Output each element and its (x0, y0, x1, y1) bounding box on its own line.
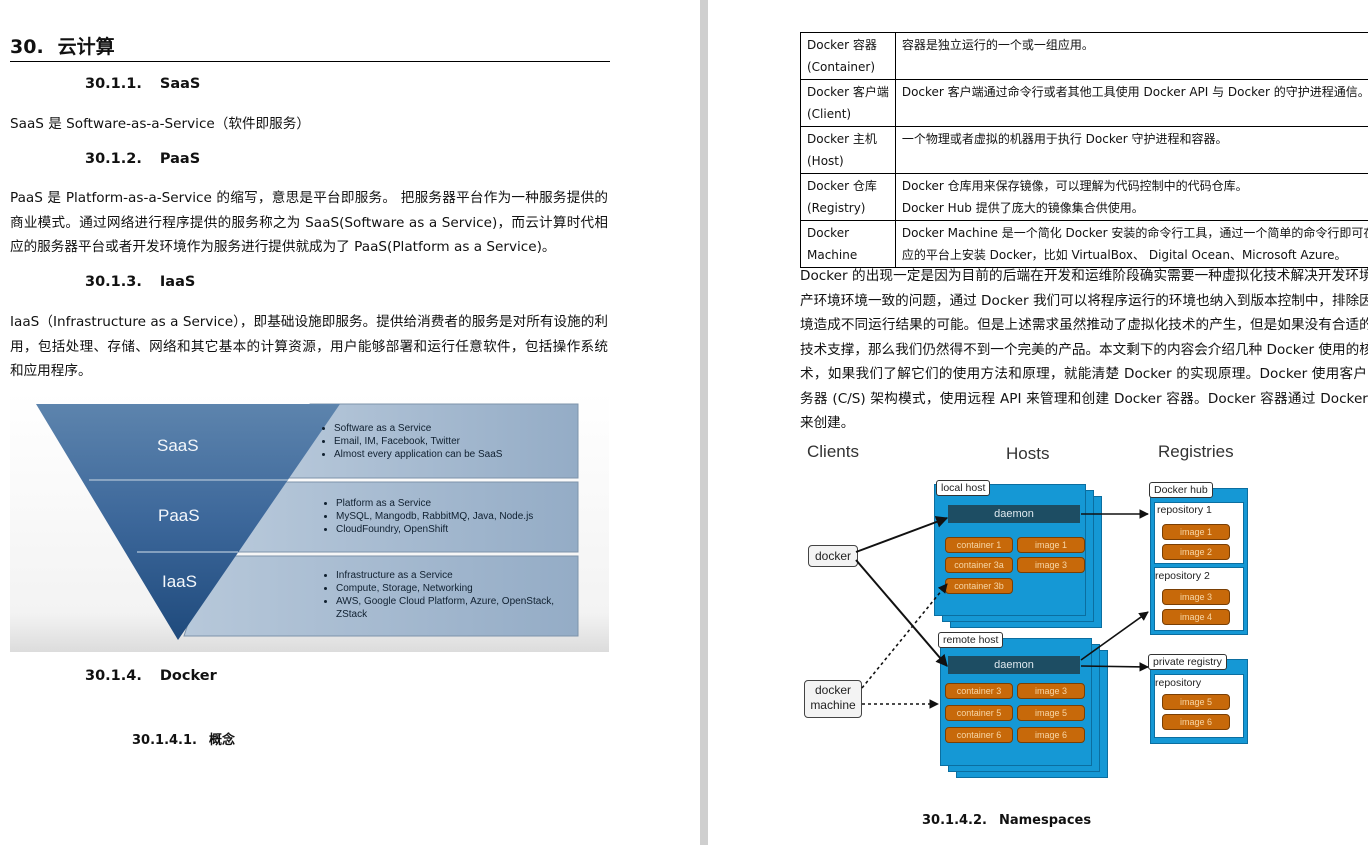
pill-container-1: container 1 (945, 537, 1013, 553)
docker-hub-label: Docker hub (1149, 482, 1213, 498)
list-item: MySQL, Mangodb, RabbitMQ, Java, Node.js (336, 510, 577, 523)
pill-image-1: image 1 (1017, 537, 1085, 553)
list-item: Almost every application can be SaaS (334, 448, 575, 461)
list-item: AWS, Google Cloud Platform, Azure, OpenS… (336, 595, 577, 621)
docker-paragraph: Docker 的出现一定是因为目前的后端在开发和运维阶段确实需要一种虚拟化技术解… (800, 268, 1368, 431)
private-registry-label: private registry (1148, 654, 1227, 670)
paas-items: Platform as a Service MySQL, Mangodb, Ra… (322, 497, 577, 536)
iaas-items: Infrastructure as a Service Compute, Sto… (322, 569, 577, 621)
heading-paas: 30.1.2.PaaS (85, 151, 201, 167)
pill-container-3: container 3 (945, 683, 1013, 699)
pyramid-graphic (36, 403, 579, 640)
hub-image-2: image 2 (1162, 544, 1230, 560)
repository-1-label: repository 1 (1157, 504, 1212, 516)
cloud-service-pyramid: SaaS PaaS IaaS Software as a Service Ema… (10, 392, 609, 652)
docker-terms-table: Docker 容器(Container) 容器是独立运行的一个或一组应用。 Do… (800, 32, 1368, 268)
pill-container-3b: container 3b (945, 578, 1013, 594)
pill-image-6: image 6 (1017, 727, 1085, 743)
heading-namespaces: 30.1.4.2.Namespaces (922, 813, 1092, 828)
saas-items: Software as a Service Email, IM, Faceboo… (320, 422, 575, 461)
chapter-heading: 30.云计算 (10, 32, 610, 62)
pill-container-6: container 6 (945, 727, 1013, 743)
docker-machine-client: docker machine (804, 680, 862, 718)
registry-image-5: image 5 (1162, 694, 1230, 710)
docker-architecture-diagram: Clients Hosts Registries local host daem… (800, 438, 1360, 783)
private-repository-label: repository (1155, 677, 1202, 689)
hub-image-1: image 1 (1162, 524, 1230, 540)
header-hosts: Hosts (1006, 444, 1050, 463)
tier-label-iaas: IaaS (162, 572, 197, 591)
list-item: CloudFoundry, OpenShift (336, 523, 577, 536)
list-item: Infrastructure as a Service (336, 569, 577, 582)
repository-2-label: repository 2 (1155, 570, 1210, 582)
tier-label-paas: PaaS (158, 506, 200, 525)
table-row: Docker 客户端(Client) Docker 客户端通过命令行或者其他工具… (800, 79, 1368, 127)
hub-image-4: image 4 (1162, 609, 1230, 625)
remote-host-label: remote host (938, 632, 1004, 648)
list-item: Compute, Storage, Networking (336, 582, 577, 595)
left-page: 30.云计算 30.1.1.SaaS SaaS 是 Software-as-a-… (0, 0, 700, 845)
page-gutter (700, 0, 708, 845)
heading-docker: 30.1.4.Docker (85, 668, 217, 684)
pill-image-3: image 3 (1017, 557, 1085, 573)
pill-container-3a: container 3a (945, 557, 1013, 573)
local-daemon: daemon (948, 505, 1080, 523)
local-host-label: local host (936, 480, 991, 496)
list-item: Software as a Service (334, 422, 575, 435)
list-item: Platform as a Service (336, 497, 577, 510)
hub-image-3: image 3 (1162, 589, 1230, 605)
heading-saas: 30.1.1.SaaS (85, 76, 201, 92)
table-row: Docker 容器(Container) 容器是独立运行的一个或一组应用。 (800, 32, 1368, 80)
iaas-paragraph: IaaS（Infrastructure as a Service），即基础设施即… (10, 314, 608, 379)
heading-concept: 30.1.4.1.概念 (132, 733, 235, 748)
heading-iaas: 30.1.3.IaaS (85, 274, 196, 290)
paas-paragraph: PaaS 是 Platform-as-a-Service 的缩写，意思是平台即服… (10, 190, 608, 255)
list-item: Email, IM, Facebook, Twitter (334, 435, 575, 448)
pill-container-5: container 5 (945, 705, 1013, 721)
header-registries: Registries (1158, 442, 1234, 461)
pyramid-triangle (36, 404, 340, 640)
saas-paragraph: SaaS 是 Software-as-a-Service（软件即服务） (10, 116, 310, 132)
docker-client: docker (808, 545, 858, 567)
registry-image-6: image 6 (1162, 714, 1230, 730)
pill-image-3-remote: image 3 (1017, 683, 1085, 699)
pill-image-5: image 5 (1017, 705, 1085, 721)
tier-label-saas: SaaS (157, 436, 199, 455)
table-row: Docker 仓库(Registry) Docker 仓库用来保存镜像，可以理解… (800, 173, 1368, 221)
header-clients: Clients (807, 442, 859, 461)
remote-daemon: daemon (948, 656, 1080, 674)
table-row: Docker 主机(Host) 一个物理或者虚拟的机器用于执行 Docker 守… (800, 126, 1368, 174)
right-page: Docker 容器(Container) 容器是独立运行的一个或一组应用。 Do… (708, 0, 1368, 845)
